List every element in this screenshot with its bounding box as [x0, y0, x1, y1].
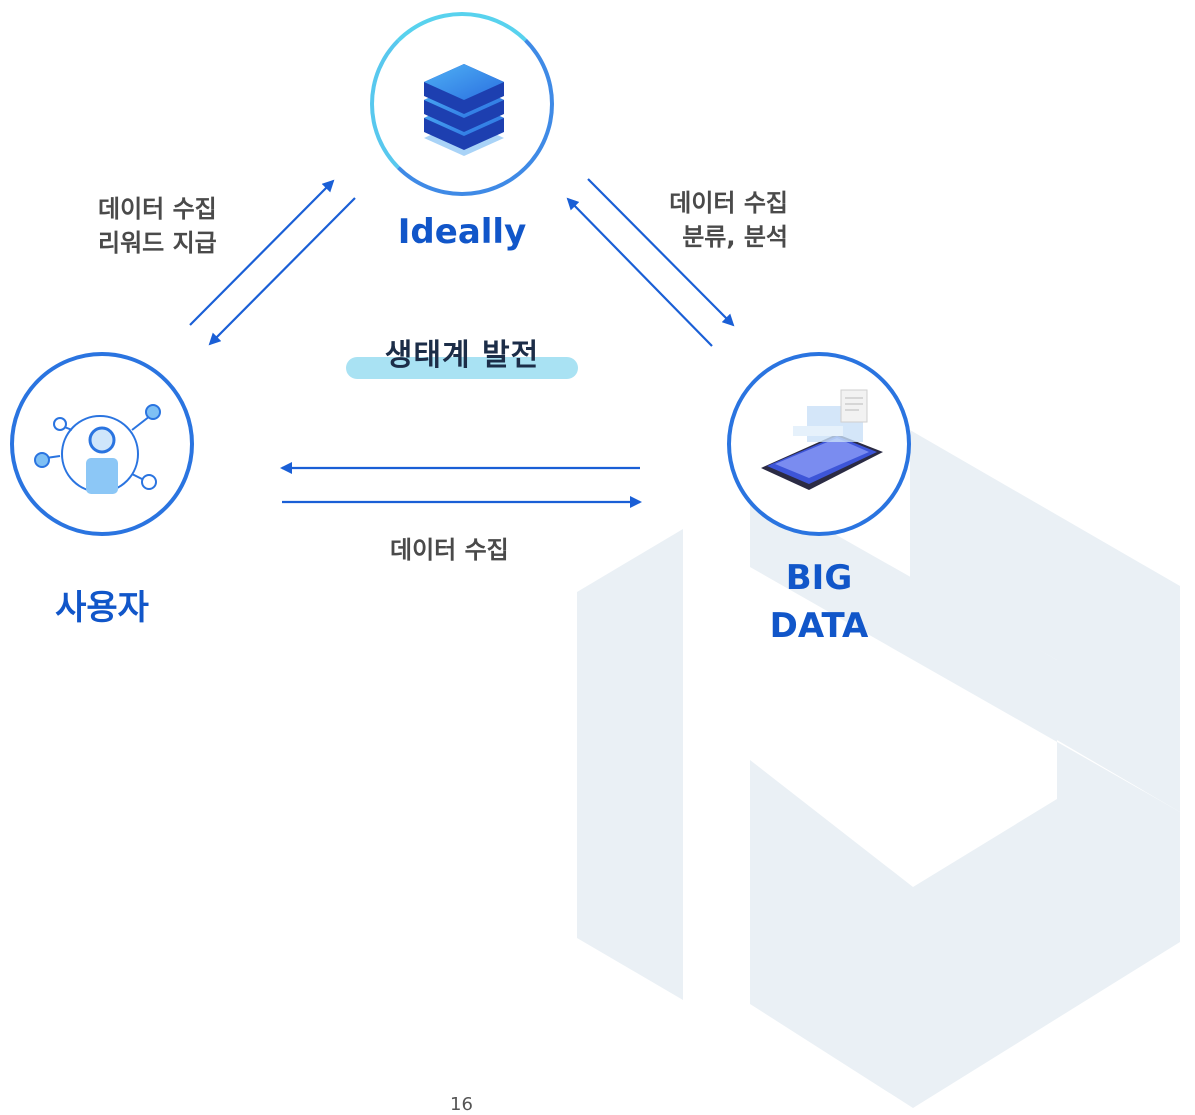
user-node — [10, 352, 194, 536]
bigdata-label-line1: BIG — [785, 558, 853, 598]
edge-label-user-ideally: 데이터 수집 리워드 지급 — [98, 192, 217, 260]
page-number: 16 — [450, 1094, 473, 1115]
edge-label-ideally-bigdata: 데이터 수집 분류, 분석 — [630, 186, 788, 254]
center-label: 생태계 발전 — [384, 338, 540, 373]
arrow-ideally-to-bigdata — [587, 178, 735, 327]
ideally-node — [370, 12, 554, 196]
edge-label-user-ideally-line1: 데이터 수집 — [98, 195, 217, 223]
arrow-ideally-to-user — [208, 197, 356, 346]
bigdata-node — [727, 352, 911, 536]
arrow-bigdata-to-ideally — [566, 197, 713, 347]
database-stack-icon — [424, 64, 504, 156]
center-highlight — [346, 357, 578, 379]
user-network-icon — [34, 404, 161, 494]
edge-label-ideally-bigdata-line1: 데이터 수집 — [669, 189, 788, 217]
edge-label-user-bigdata: 데이터 수집 — [390, 536, 509, 564]
ideally-label: Ideally — [397, 212, 527, 252]
bigdata-label-line2: DATA — [769, 606, 869, 646]
edge-label-user-ideally-line2: 리워드 지급 — [98, 229, 217, 257]
edge-label-ideally-bigdata-line2: 분류, 분석 — [682, 223, 788, 251]
arrow-user-to-ideally — [189, 179, 335, 326]
user-label: 사용자 — [55, 588, 149, 628]
phone-data-icon — [761, 389, 883, 490]
